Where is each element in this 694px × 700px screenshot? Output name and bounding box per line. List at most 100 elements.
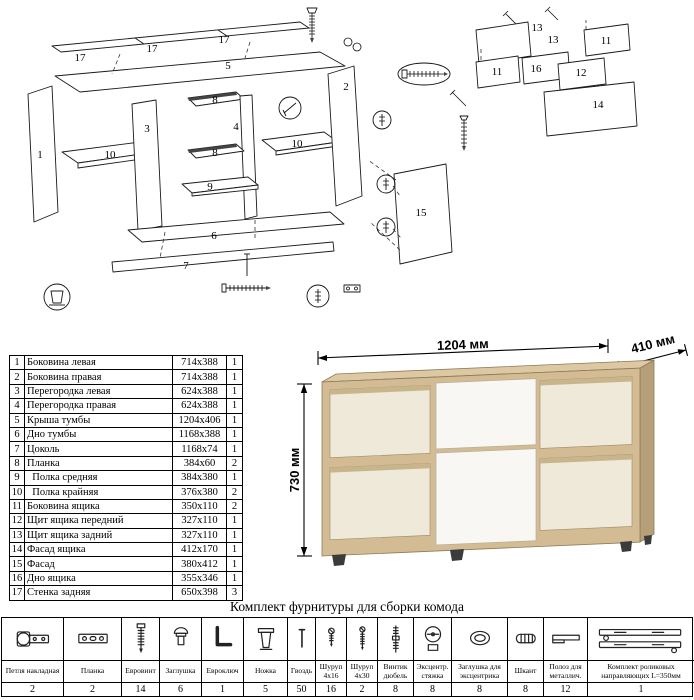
part-number-label: 10 xyxy=(292,138,304,150)
part-number-label: 11 xyxy=(492,66,503,78)
part-size: 350x110 xyxy=(172,498,227,515)
roller-guides-icon xyxy=(588,618,694,661)
hardware-item-qty: 16 xyxy=(326,684,336,695)
part-number-label: 10 xyxy=(105,149,117,161)
part-number-label: 15 xyxy=(416,207,428,219)
hardware-item-qty: 2 xyxy=(30,684,35,695)
part-size: 1204x406 xyxy=(172,412,227,428)
panel-side-right xyxy=(327,65,363,207)
part-number-label: 3 xyxy=(144,123,150,135)
hardware-item: Шуруп 4x16 16 xyxy=(316,618,347,696)
part-number-label: 13 xyxy=(532,22,544,34)
part-size: 327x110 xyxy=(172,513,227,529)
hardware-item-qty: 5 xyxy=(263,684,268,695)
part-name: Полка крайняя xyxy=(24,484,173,500)
hardware-item-label: Заглушка для эксцентрика xyxy=(452,661,507,683)
drawer-screw-callouts xyxy=(397,6,587,151)
panel-partition-right xyxy=(239,94,258,220)
part-size: 650x398 xyxy=(172,585,227,601)
confirmat-screw-icon xyxy=(122,618,159,661)
part-qty: 2 xyxy=(226,498,243,515)
hardware-item: Шуруп 4x30 2 xyxy=(347,618,378,696)
row-number: 2 xyxy=(9,369,25,385)
height-dimension: 730 мм xyxy=(288,383,312,557)
part-size: 355x346 xyxy=(172,570,227,587)
panel-drawer-side-left xyxy=(475,55,521,89)
mounting-plate-icon xyxy=(64,618,121,661)
cap-plug-icon xyxy=(160,618,201,661)
row-number: 10 xyxy=(9,484,25,500)
depth-label: 410 мм xyxy=(629,336,676,356)
row-number: 15 xyxy=(9,556,25,572)
row-number: 7 xyxy=(9,441,25,457)
part-qty: 1 xyxy=(226,556,243,572)
part-qty: 1 xyxy=(226,426,243,443)
part-size: 624x388 xyxy=(172,398,227,414)
part-number-label: 9 xyxy=(207,181,213,193)
part-qty: 1 xyxy=(226,542,243,558)
hardware-item: Ножка 5 xyxy=(244,618,288,696)
hardware-item: Заглушка для эксцентрика 8 xyxy=(452,618,508,696)
hardware-item: Петля накладная 2 xyxy=(2,618,64,696)
part-size: 376x380 xyxy=(172,484,227,500)
panel-drawer-side-right xyxy=(583,23,631,57)
hardware-item-label: Петля накладная xyxy=(2,661,63,683)
row-number: 3 xyxy=(9,383,25,400)
hardware-item: Евровинт 14 xyxy=(122,618,160,696)
part-qty: 1 xyxy=(226,441,243,457)
part-qty: 1 xyxy=(226,527,243,544)
part-name: Перегородка левая xyxy=(24,383,173,400)
hardware-item: Заглушка 6 xyxy=(160,618,202,696)
hardware-item-qty: 6 xyxy=(178,684,183,695)
part-qty: 1 xyxy=(226,354,243,371)
hardware-item-label: Эксцентр. стяжка xyxy=(414,661,451,683)
hardware-item-qty: 1 xyxy=(220,684,225,695)
panel-partition-left xyxy=(131,99,163,232)
hardware-item-label: Винтик дюбель xyxy=(378,661,413,683)
screw-4x16-icon xyxy=(316,618,346,661)
width-dimension: 1204 мм xyxy=(317,336,609,365)
hardware-item-label: Евровинт xyxy=(122,661,159,683)
hardware-item-qty: 1 xyxy=(638,684,644,695)
part-size: 714x388 xyxy=(172,354,227,371)
panel-side-left xyxy=(27,85,59,223)
panel-top xyxy=(54,51,346,93)
runner-profile-icon xyxy=(544,618,587,661)
hardware-table: Петля накладная 2 Планка 2 Евровинт 14 З… xyxy=(1,617,694,697)
part-size: 1168x74 xyxy=(172,441,227,457)
part-number-label: 12 xyxy=(576,67,587,79)
panel-plinth xyxy=(111,241,335,273)
part-size: 327x110 xyxy=(172,527,227,544)
part-name: Боковина правая xyxy=(24,369,173,385)
hardware-item-label: Заглушка xyxy=(160,661,201,683)
part-number-label: 4 xyxy=(233,121,239,133)
hardware-item-qty: 50 xyxy=(296,684,307,695)
hardware-item: Планка 2 xyxy=(64,618,122,696)
main-exploded-view: 17 17 17 5 1 3 10 8 4 8 9 10 2 6 7 15 xyxy=(27,7,453,311)
part-qty: 2 xyxy=(226,484,243,500)
hardware-item-label: Шкант xyxy=(508,661,543,683)
hardware-item-label: Комплект роликовых направляющих L=350мм xyxy=(588,661,694,683)
part-qty: 3 xyxy=(226,585,243,601)
hardware-item: Шкант 8 xyxy=(508,618,544,696)
part-number-label: 8 xyxy=(212,147,218,159)
panel-drawer-back xyxy=(475,21,532,65)
row-number: 17 xyxy=(9,585,25,601)
bottom-callouts xyxy=(43,253,361,311)
screw-4x30-icon xyxy=(347,618,377,661)
hardware-item: Эксцентр. стяжка 8 xyxy=(414,618,452,696)
row-number: 11 xyxy=(9,498,25,515)
part-size: 384x60 xyxy=(172,455,227,472)
door-front xyxy=(435,448,537,546)
part-size: 1168x388 xyxy=(172,426,227,443)
